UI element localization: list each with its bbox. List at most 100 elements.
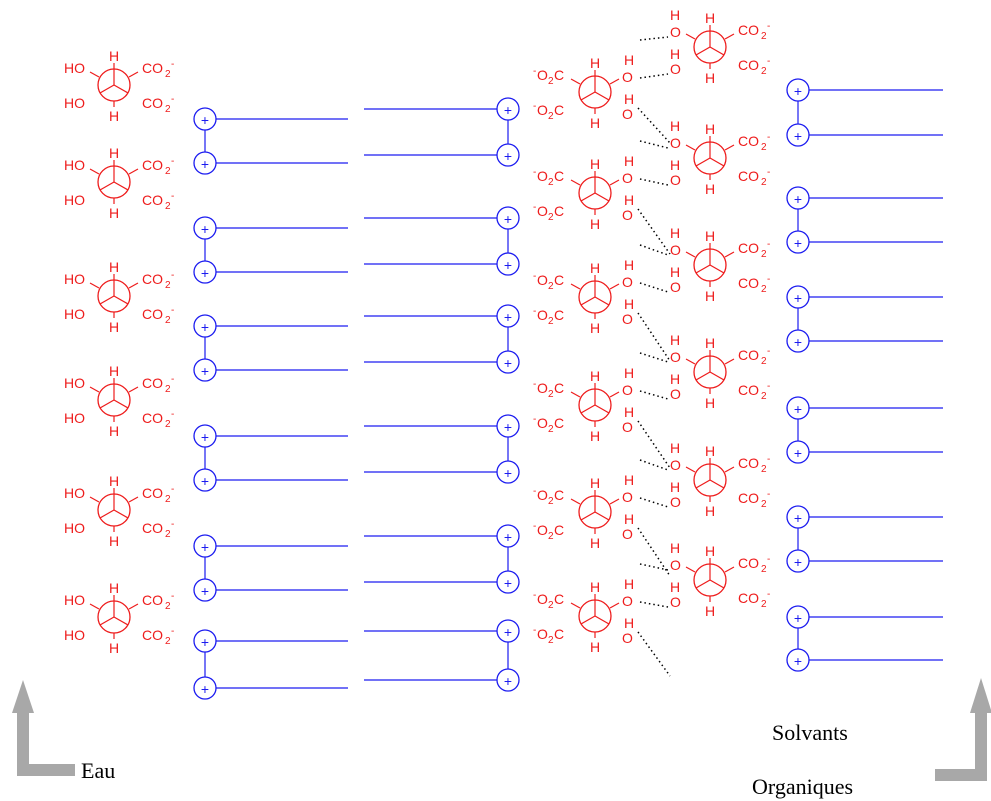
co2-text: CO [738, 555, 759, 571]
co2-text: CO [142, 592, 163, 608]
plus-sign: + [794, 128, 802, 144]
h-bottom: H [590, 216, 600, 232]
oxygen-upper: O [670, 457, 681, 473]
bond [89, 282, 100, 289]
co2-charge: - [171, 94, 174, 105]
bond [99, 616, 115, 626]
o2c-o: O [537, 626, 548, 642]
o2c-o: O [537, 487, 548, 503]
bond [89, 71, 100, 78]
oxygen-upper: O [622, 593, 633, 609]
h-top: H [705, 543, 715, 559]
plus-sign: + [794, 290, 802, 306]
ammonium-cation: + [786, 605, 810, 629]
hydrogen-bond [637, 631, 671, 677]
co2-charge: - [767, 454, 770, 465]
co2-charge: - [171, 59, 174, 70]
bond [695, 46, 711, 56]
co2-subscript: 2 [165, 384, 171, 395]
h-bottom: H [109, 108, 119, 124]
ammonium-cation: + [193, 260, 217, 284]
oxygen-upper: O [622, 69, 633, 85]
bond [695, 479, 711, 489]
ammonium-cation: + [786, 440, 810, 464]
o2c-o: O [537, 67, 548, 83]
bond [609, 498, 620, 505]
plus-sign: + [201, 112, 209, 128]
o2c-subscript: 2 [548, 389, 554, 400]
hydroxyl-h-lower: H [624, 91, 634, 107]
o2c-subscript: 2 [548, 111, 554, 122]
bond [128, 603, 139, 610]
hydroxyl-upper: HO [64, 592, 85, 608]
bond [570, 602, 581, 609]
plus-sign: + [504, 355, 512, 371]
o2c-o: O [537, 272, 548, 288]
o2c-subscript: 2 [548, 496, 554, 507]
ion-pair-unit: ++ [786, 396, 943, 464]
ammonium-cation: + [786, 230, 810, 254]
co2-text: CO [142, 157, 163, 173]
ammonium-cation: + [496, 206, 520, 230]
bond [113, 399, 129, 409]
co2-charge: - [767, 21, 770, 32]
plus-sign: + [794, 510, 802, 526]
co2-text: CO [142, 520, 163, 536]
h-top: H [590, 55, 600, 71]
co2-text: CO [738, 590, 759, 606]
bond [89, 386, 100, 393]
ammonium-cation: + [496, 524, 520, 548]
co2-subscript: 2 [761, 142, 767, 153]
hydroxyl-h-lower: H [670, 46, 680, 62]
co2-text: CO [142, 485, 163, 501]
ammonium-cation: + [786, 78, 810, 102]
co2-charge: - [171, 156, 174, 167]
o2c-subscript: 2 [548, 424, 554, 435]
plus-sign: + [794, 334, 802, 350]
ammonium-cation: + [496, 414, 520, 438]
o2c-charge: - [533, 625, 536, 636]
co2-subscript: 2 [761, 599, 767, 610]
bond [570, 283, 581, 290]
hydroxyl-lower: HO [64, 627, 85, 643]
hydroxyl-h-lower: H [670, 371, 680, 387]
co2-subscript: 2 [761, 499, 767, 510]
oxygen-upper: O [670, 349, 681, 365]
h-top: H [109, 259, 119, 275]
co2-text: CO [142, 375, 163, 391]
oxygen-upper: O [670, 557, 681, 573]
bond [724, 144, 735, 151]
co2-charge: - [767, 554, 770, 565]
h-bottom: H [705, 395, 715, 411]
co2-text: CO [738, 275, 759, 291]
ammonium-cation: + [786, 648, 810, 672]
ion-pair-unit: ++ [786, 186, 943, 254]
co2-charge: - [767, 239, 770, 250]
co2-charge: - [171, 270, 174, 281]
bond [99, 399, 115, 409]
oxygen-lower: O [622, 311, 633, 327]
hydrogen-bond [637, 312, 671, 362]
o2c-charge: - [533, 101, 536, 112]
ammonium-cation: + [496, 304, 520, 328]
bond [89, 496, 100, 503]
o2c-o: O [537, 522, 548, 538]
co2-text: CO [738, 133, 759, 149]
